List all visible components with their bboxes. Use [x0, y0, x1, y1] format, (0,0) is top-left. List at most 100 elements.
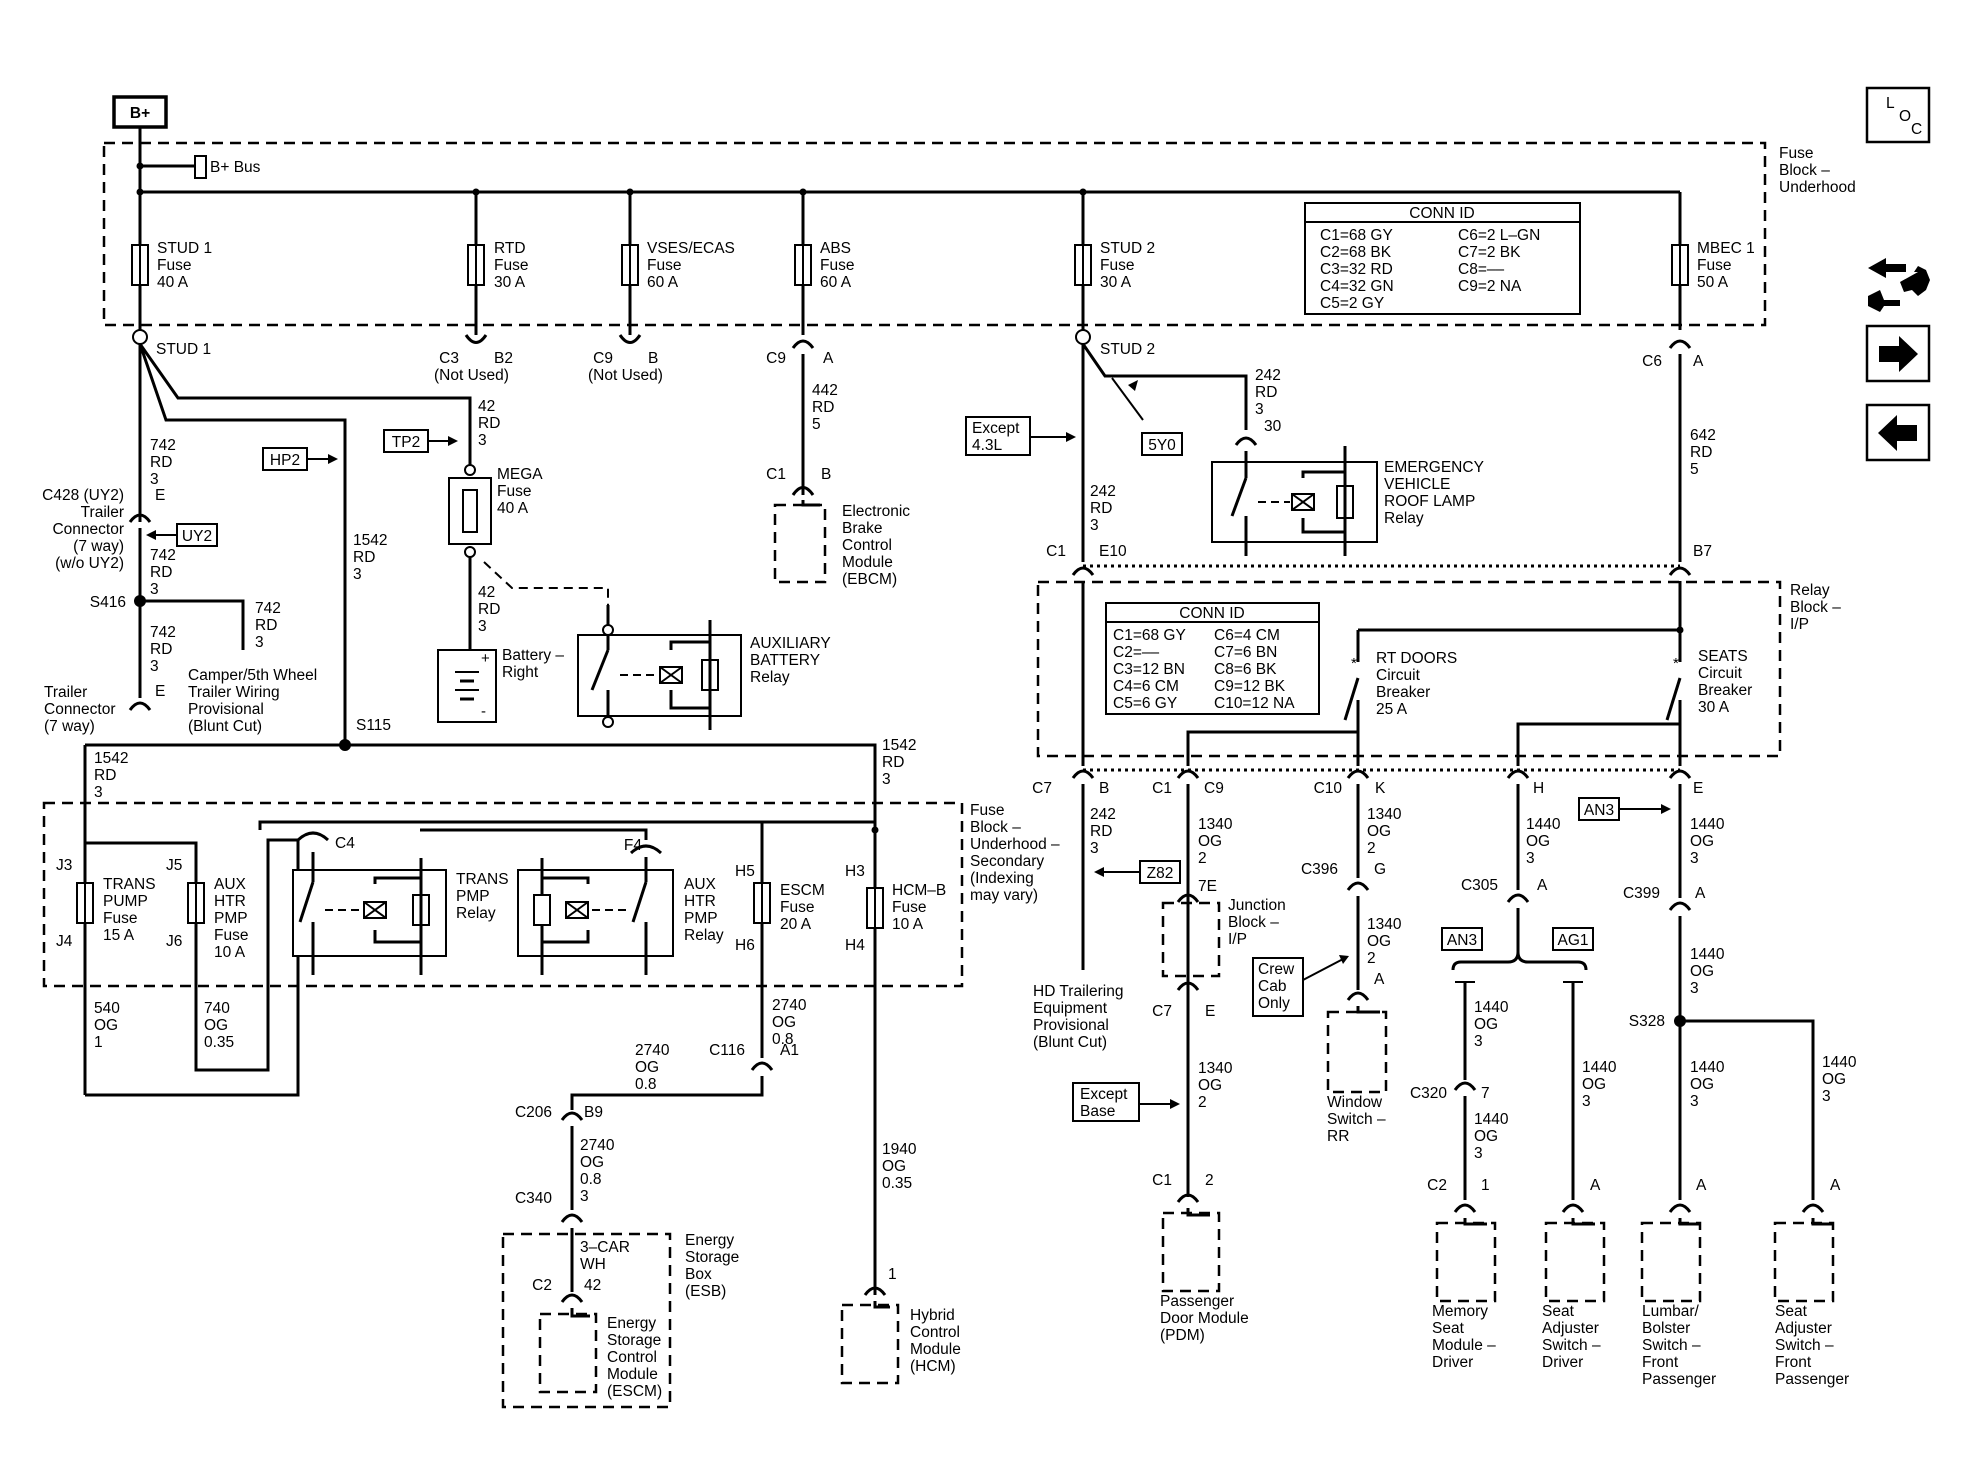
y50-ref[interactable]: 5Y0 [1141, 432, 1183, 456]
s115-splice [339, 739, 351, 751]
svg-text:Z82: Z82 [1147, 865, 1174, 882]
connector-view-icon[interactable] [1868, 258, 1930, 312]
c9-vses-pin: B [648, 350, 658, 367]
s115-label: S115 [356, 717, 391, 734]
an3-ref-b[interactable]: AN3 [1441, 927, 1483, 951]
c4-label: C4 [335, 835, 355, 852]
c116-label: C116 [709, 1042, 745, 1059]
c399-pin: A [1695, 885, 1706, 902]
c2-mem-pin: 1 [1481, 1177, 1490, 1194]
hcm-outline [840, 1303, 900, 1385]
window-a-pin: A [1374, 971, 1385, 988]
previous-page-button[interactable] [1865, 403, 1931, 462]
vses-fuse [621, 244, 639, 286]
hp2-ref[interactable]: HP2 [262, 447, 338, 471]
lumbar-a-pin: A [1696, 1177, 1707, 1194]
c1-e10-pin: E10 [1099, 543, 1127, 560]
svg-text:CONN ID: CONN ID [1179, 605, 1244, 622]
aux-htr-pmp-relay [420, 828, 674, 975]
uy2-ref[interactable]: UY2 [146, 523, 218, 547]
c340-label: C340 [515, 1190, 552, 1207]
h3-label: H3 [845, 863, 865, 880]
next-page-button[interactable] [1865, 324, 1931, 383]
pdm-outline [1161, 1211, 1221, 1293]
battery-right-label: Battery –Right [502, 647, 564, 681]
b7-label: B7 [1693, 543, 1712, 560]
c1-c9-label: C1 [1152, 780, 1172, 797]
memory-seat-outline [1435, 1221, 1497, 1303]
c2-escm-pin: 42 [584, 1277, 601, 1294]
stud2-splice-label: STUD 2 [1100, 341, 1155, 358]
b-plus-box [112, 95, 168, 129]
junction-block-outline [1161, 901, 1221, 978]
svg-text:UY2: UY2 [182, 528, 212, 545]
stud1-fuse [131, 244, 149, 286]
emergency-relay [1211, 446, 1378, 556]
c428-pin: E [155, 487, 165, 504]
seats-breaker: * [1516, 630, 1682, 766]
j5-label: J5 [166, 857, 182, 874]
svg-text:*: * [1351, 655, 1357, 672]
b-plus-label: B+ [130, 105, 150, 122]
loc-button[interactable]: L O C [1865, 86, 1931, 144]
z82-ref[interactable]: Z82 [1094, 860, 1181, 884]
c9-vses-notused: (Not Used) [588, 367, 663, 384]
c9-abs-pin: A [823, 350, 834, 367]
c305-label: C305 [1461, 877, 1498, 894]
c1-pdm-label: C1 [1152, 1172, 1172, 1189]
c396-label: C396 [1301, 861, 1338, 878]
c10-k-label: C10 [1314, 780, 1343, 797]
h-pin: H [1533, 780, 1544, 797]
c1-pdm-pin: 2 [1205, 1172, 1214, 1189]
trailer-pin: E [155, 683, 165, 700]
svg-text:HP2: HP2 [270, 452, 300, 469]
tp2-ref[interactable]: TP2 [383, 429, 458, 453]
next-page-arrow-icon [1879, 336, 1918, 372]
c10-k-pin: K [1375, 780, 1386, 797]
lumbar-outline [1640, 1221, 1702, 1303]
c206-pin: B9 [584, 1104, 603, 1121]
abs-fuse [794, 244, 812, 286]
ag1-ref[interactable]: AG1 [1552, 927, 1594, 951]
c1-c9-pin: C9 [1204, 780, 1224, 797]
an3-ref-a[interactable]: AN3 [1578, 797, 1671, 821]
jb-7e-label: 7E [1198, 878, 1217, 895]
h6-label: H6 [735, 937, 755, 954]
